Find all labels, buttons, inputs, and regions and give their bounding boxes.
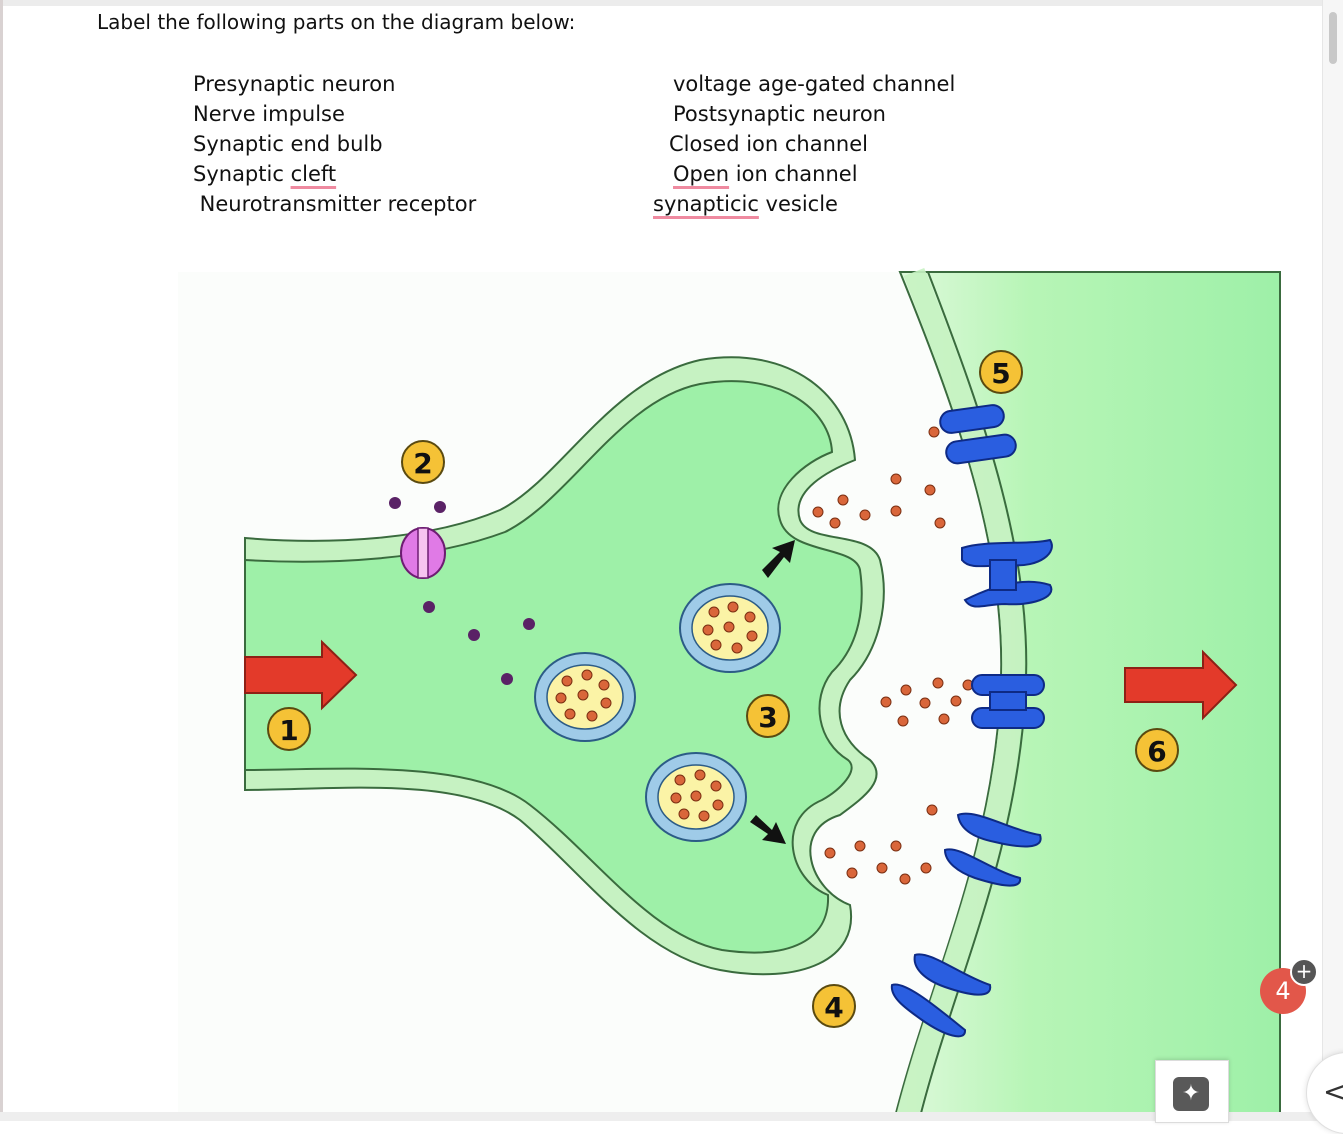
diagram-label-2[interactable]: 2 xyxy=(401,440,445,484)
label-text-1: 1 xyxy=(279,714,298,747)
vertical-scrollbar[interactable] xyxy=(1322,0,1343,1121)
closed-ion-channel xyxy=(961,538,1053,608)
synaptic-vesicle xyxy=(645,752,747,842)
label-text-2: 2 xyxy=(413,447,432,480)
term-synaptic-cleft-prefix: Synaptic xyxy=(193,162,291,186)
closed-ion-channel xyxy=(971,674,1045,729)
instruction-heading: Label the following parts on the diagram… xyxy=(97,10,576,34)
bottom-edge xyxy=(0,1112,1343,1121)
label-text-4: 4 xyxy=(824,991,843,1024)
diagram-label-6[interactable]: 6 xyxy=(1135,728,1179,772)
term-list-left: Presynaptic neuron Nerve impulse Synapti… xyxy=(193,69,476,219)
term-synaptic-end-bulb: Synaptic end bulb xyxy=(193,132,383,156)
term-voltage-gated-channel: voltage age-gated channel xyxy=(673,72,956,96)
open-ion-channel xyxy=(943,812,1042,887)
ion-dots xyxy=(389,497,535,685)
term-postsynaptic-neuron: Postsynaptic neuron xyxy=(673,102,886,126)
term-synaptic-vesicle-suffix: vesicle xyxy=(758,192,838,216)
term-closed-ion-channel: Closed ion channel xyxy=(669,132,868,156)
scrollbar-thumb[interactable] xyxy=(1329,12,1337,64)
synaptic-vesicle xyxy=(534,652,636,742)
term-list-right: voltage age-gated channel Postsynaptic n… xyxy=(653,69,955,219)
term-neurotransmitter-receptor: Neurotransmitter receptor xyxy=(193,192,477,216)
add-icon[interactable]: + xyxy=(1290,958,1318,986)
nerve-impulse-arrow xyxy=(244,639,358,711)
term-presynaptic-neuron: Presynaptic neuron xyxy=(193,72,396,96)
diagram-label-1[interactable]: 1 xyxy=(267,707,311,751)
diagram-label-3[interactable]: 3 xyxy=(746,694,790,738)
term-synaptic-cleft: Synaptic cleft xyxy=(193,159,476,189)
sparkle-icon: ✦ xyxy=(1173,1077,1209,1111)
term-synaptic-vesicle: synapticic vesicle xyxy=(653,189,955,219)
vesicle-movement-arrow xyxy=(750,815,786,844)
neurotransmitter-receptor xyxy=(939,404,1017,465)
voltage-gated-channel xyxy=(400,527,446,579)
label-text-3: 3 xyxy=(758,701,777,734)
top-bar xyxy=(0,0,1343,6)
term-nerve-impulse: Nerve impulse xyxy=(193,102,345,126)
label-text-5: 5 xyxy=(991,357,1010,390)
spellcheck-underline-open[interactable]: Open xyxy=(673,162,730,186)
vesicle-movement-arrow xyxy=(762,540,795,578)
term-open-ion-channel: Open ion channel xyxy=(653,159,955,189)
label-text-6: 6 xyxy=(1147,735,1166,768)
diagram-label-4[interactable]: 4 xyxy=(812,984,856,1028)
term-open-ion-channel-suffix: ion channel xyxy=(729,162,858,186)
diagram-label-5[interactable]: 5 xyxy=(979,350,1023,394)
outgoing-impulse-arrow xyxy=(1124,649,1238,721)
neurotransmitter-dots xyxy=(812,426,974,885)
left-border xyxy=(0,0,3,1121)
spellcheck-underline-synapticic[interactable]: synapticic xyxy=(653,192,759,216)
open-ion-channel xyxy=(890,953,992,1038)
synaptic-vesicle xyxy=(679,583,781,673)
spellcheck-underline-cleft[interactable]: cleft xyxy=(290,162,337,186)
chevron-left-icon: < xyxy=(1323,1075,1343,1108)
ai-assistant-button[interactable]: ✦ xyxy=(1155,1060,1229,1123)
